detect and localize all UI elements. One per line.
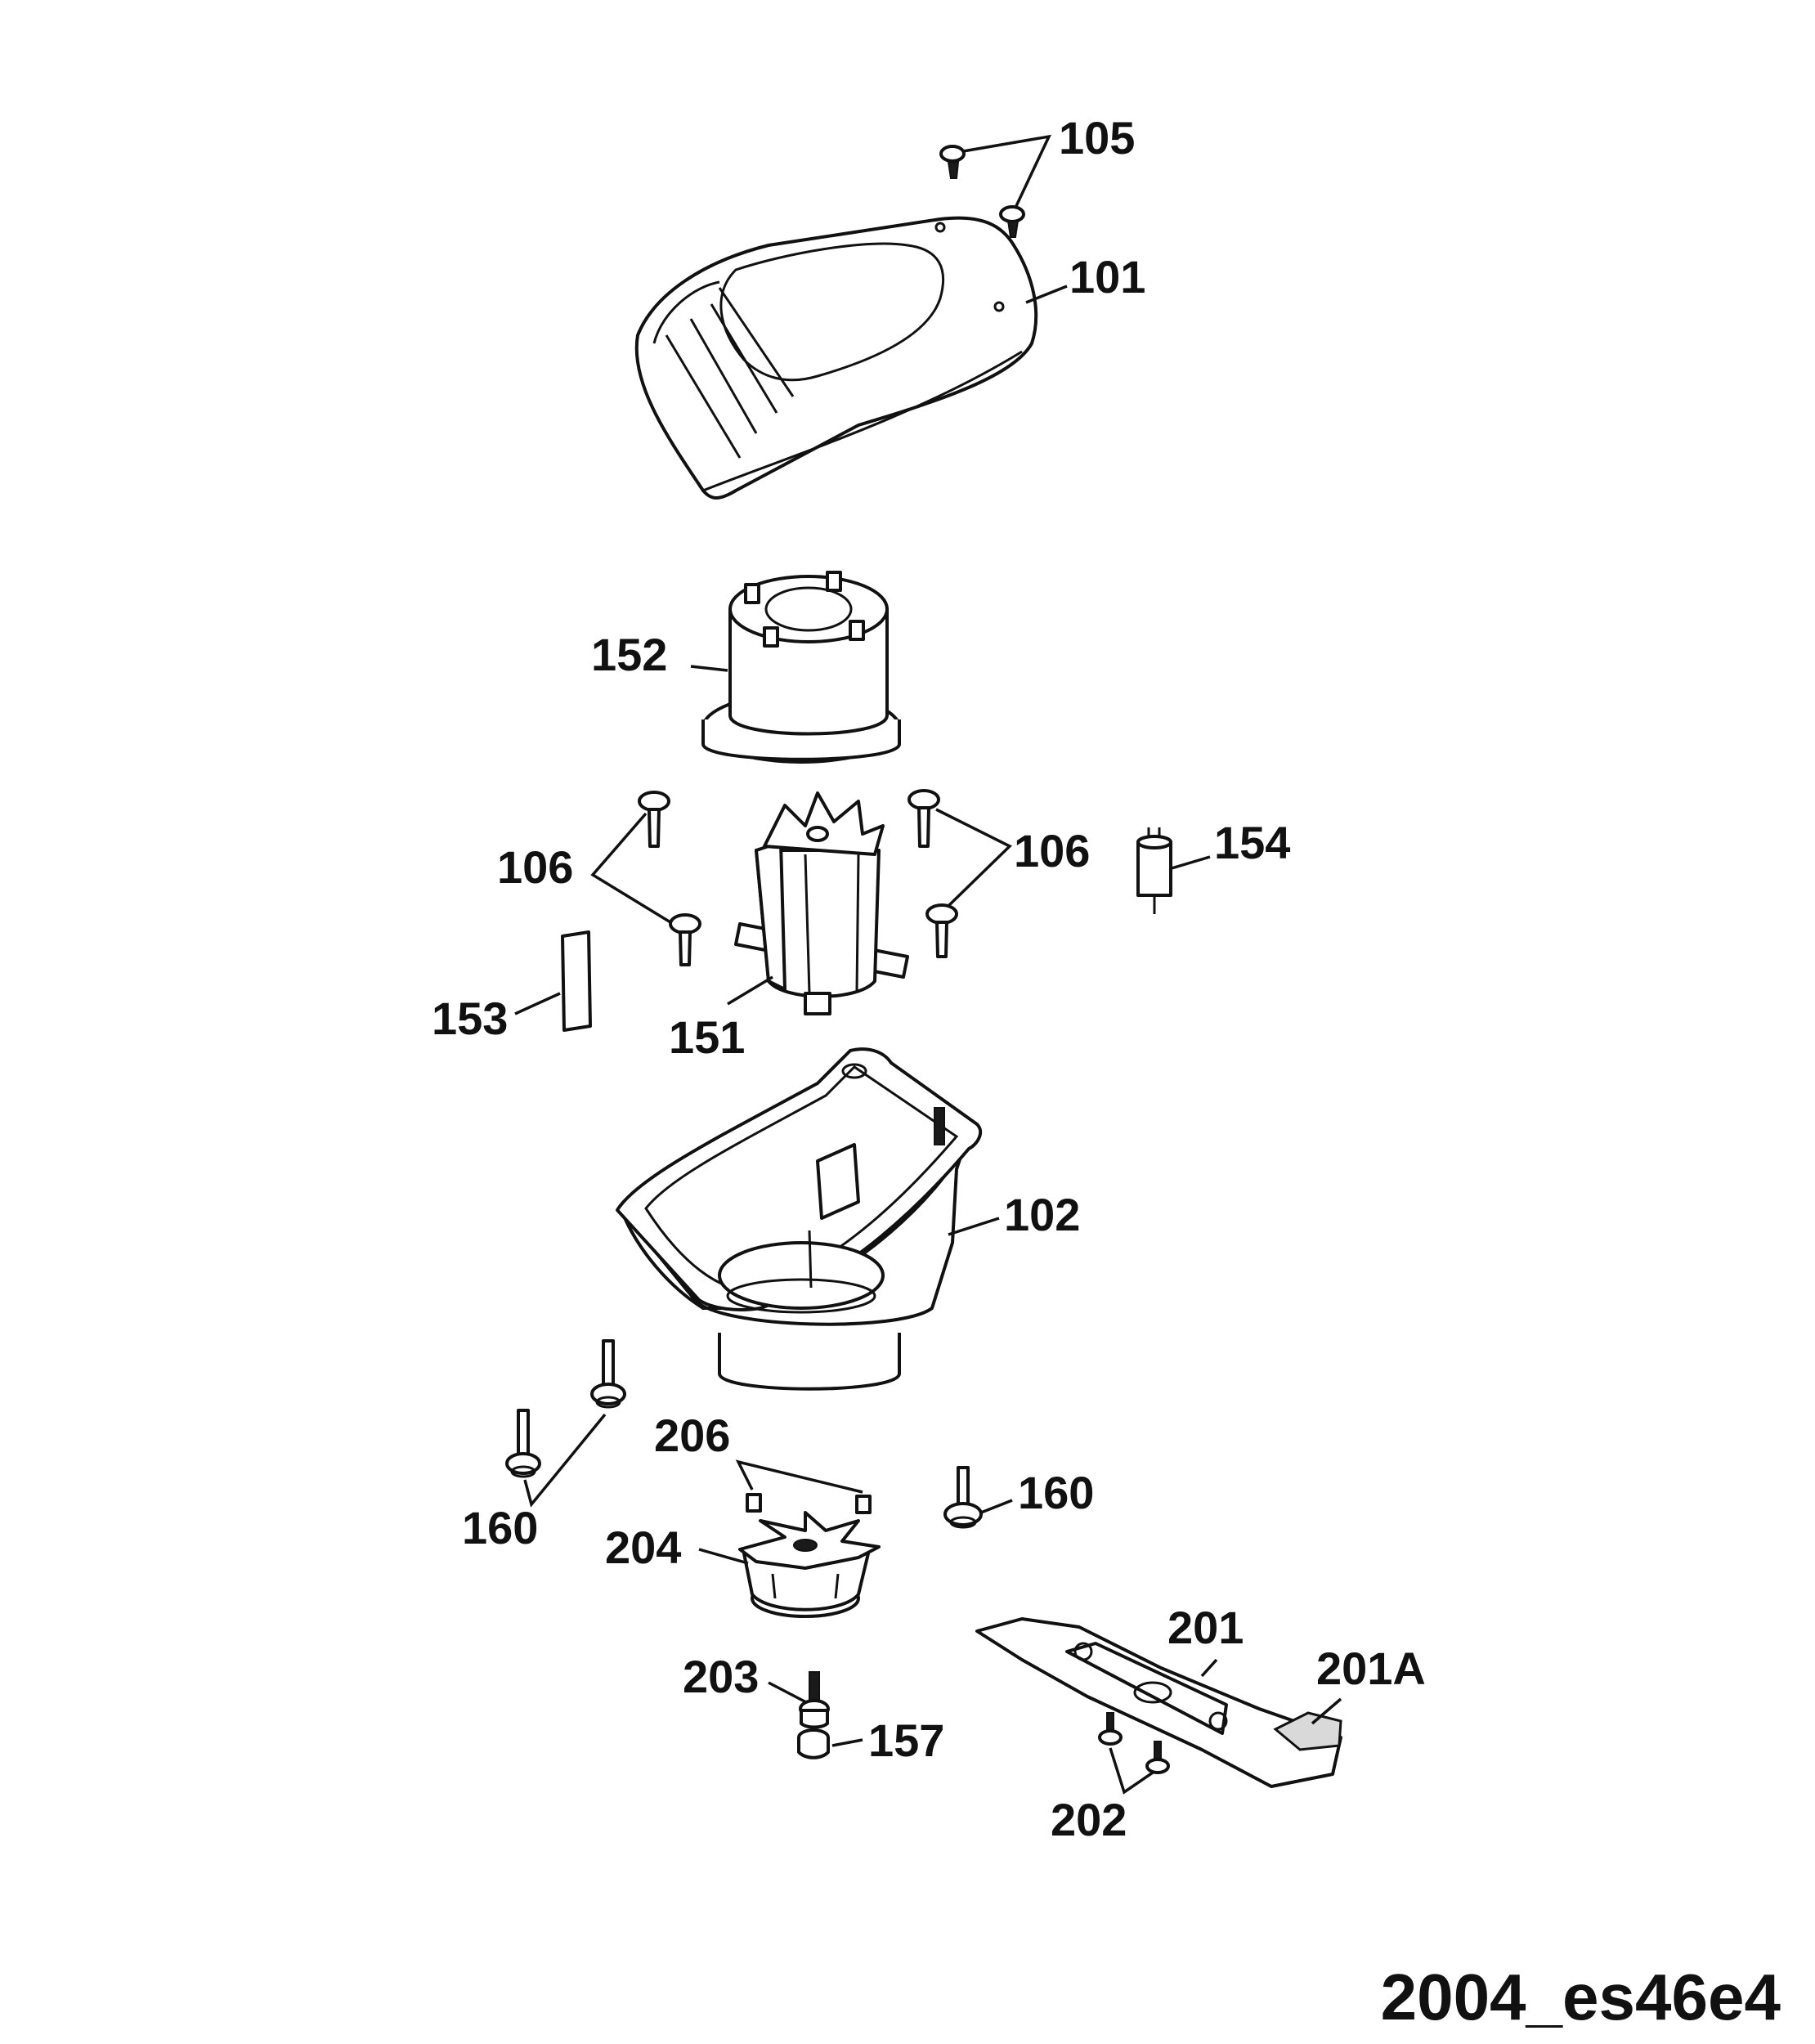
leader-106-right bbox=[935, 808, 1012, 908]
bolt-106-d bbox=[925, 903, 958, 958]
screw-160-a bbox=[590, 1339, 626, 1409]
label-201a: 201A bbox=[1316, 1643, 1426, 1694]
leader-154 bbox=[1171, 855, 1211, 870]
label-203: 203 bbox=[683, 1651, 759, 1702]
part-151-electric-motor bbox=[734, 791, 909, 1015]
part-102-motor-housing bbox=[616, 1047, 983, 1391]
leader-151 bbox=[727, 975, 773, 1006]
label-160-left: 160 bbox=[462, 1502, 538, 1553]
label-160-right: 160 bbox=[1018, 1467, 1094, 1518]
label-202: 202 bbox=[1051, 1794, 1127, 1845]
part-201-blade bbox=[975, 1617, 1342, 1788]
leader-152 bbox=[690, 665, 728, 672]
label-151: 151 bbox=[669, 1011, 745, 1063]
bolt-106-a bbox=[638, 791, 670, 848]
bolt-106-c bbox=[908, 789, 940, 848]
screw-105-b bbox=[999, 205, 1025, 238]
leader-160-left bbox=[523, 1413, 607, 1508]
label-105: 105 bbox=[1059, 112, 1135, 164]
part-154-capacitor bbox=[1136, 827, 1172, 914]
part-206-clips bbox=[746, 1493, 872, 1514]
label-101: 101 bbox=[1069, 251, 1145, 303]
part-153-label-strip bbox=[561, 930, 592, 1032]
leader-202 bbox=[1109, 1747, 1154, 1795]
part-106-bolts bbox=[638, 789, 958, 966]
leader-201a bbox=[1311, 1697, 1342, 1725]
label-201: 201 bbox=[1167, 1602, 1244, 1653]
part-202-screws bbox=[1098, 1712, 1170, 1774]
label-152: 152 bbox=[591, 629, 667, 680]
label-106-left: 106 bbox=[497, 841, 573, 893]
drawing-code: 2004_es46e4 bbox=[1381, 1961, 1781, 2033]
part-160-screws bbox=[505, 1339, 983, 1529]
part-101-motor-cover bbox=[634, 216, 1038, 500]
label-157: 157 bbox=[868, 1715, 944, 1766]
leader-204 bbox=[698, 1548, 749, 1565]
label-106-right: 106 bbox=[1014, 825, 1090, 876]
leader-203 bbox=[768, 1681, 807, 1704]
part-157-cap bbox=[797, 1728, 830, 1759]
screw-202-a bbox=[1098, 1712, 1123, 1746]
screw-160-b bbox=[505, 1409, 541, 1478]
leader-102 bbox=[948, 1217, 1000, 1236]
label-154: 154 bbox=[1214, 817, 1290, 868]
bolt-106-b bbox=[669, 913, 701, 966]
label-102: 102 bbox=[1004, 1189, 1080, 1240]
leader-157 bbox=[831, 1738, 863, 1747]
screw-160-c bbox=[943, 1466, 983, 1529]
screw-105-a bbox=[939, 145, 966, 179]
leader-201 bbox=[1200, 1658, 1218, 1678]
part-105-screws bbox=[939, 145, 1025, 238]
leader-105 bbox=[962, 134, 1052, 207]
leader-153 bbox=[514, 992, 561, 1015]
screw-202-b bbox=[1145, 1741, 1170, 1774]
leader-206 bbox=[735, 1459, 863, 1494]
leader-101 bbox=[1025, 285, 1068, 304]
part-204-fan bbox=[738, 1511, 881, 1618]
label-204: 204 bbox=[605, 1522, 681, 1573]
label-153: 153 bbox=[432, 993, 508, 1044]
leader-160-right bbox=[980, 1499, 1013, 1514]
part-203-bolt bbox=[799, 1671, 830, 1729]
leader-106-left bbox=[590, 812, 671, 924]
label-206: 206 bbox=[654, 1410, 730, 1461]
part-152-motor-bearing-housing bbox=[701, 571, 901, 764]
